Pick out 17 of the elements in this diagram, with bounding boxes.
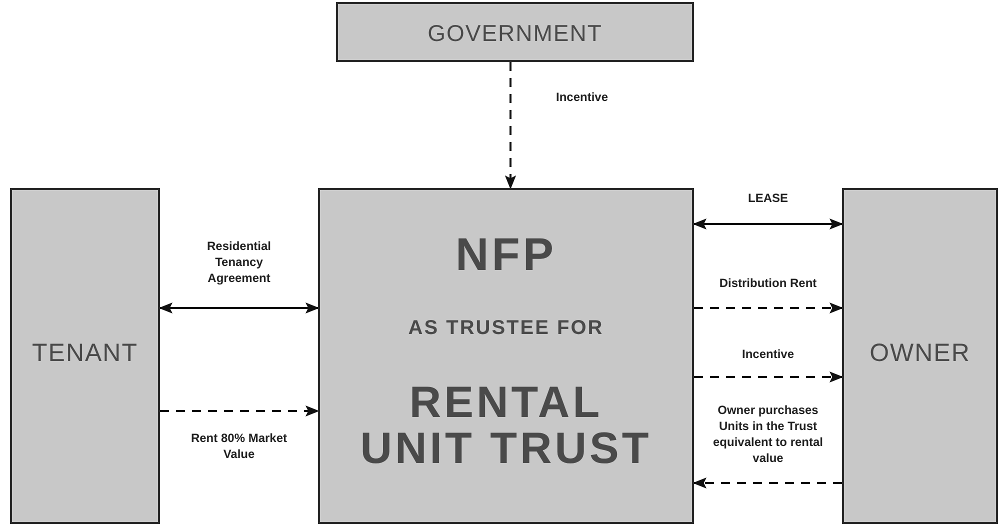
node-title: NFP xyxy=(454,230,558,278)
arrow xyxy=(694,371,844,383)
trust-box xyxy=(318,188,694,524)
arrow xyxy=(692,477,842,489)
entity-box xyxy=(336,2,694,62)
node-title: GOVERNMENT xyxy=(426,21,604,46)
node-title: OWNER xyxy=(868,340,972,366)
entity-box xyxy=(10,188,160,524)
entity-box xyxy=(842,188,998,524)
arrow xyxy=(504,62,516,190)
arrow xyxy=(158,302,320,314)
arrow xyxy=(694,302,844,314)
node-title: TENANT xyxy=(31,340,139,366)
node-text: AS TRUSTEE FOR xyxy=(407,318,605,339)
node-text: RENTAL UNIT TRUST xyxy=(359,380,653,472)
arrow xyxy=(692,218,844,230)
arrow xyxy=(160,405,320,417)
